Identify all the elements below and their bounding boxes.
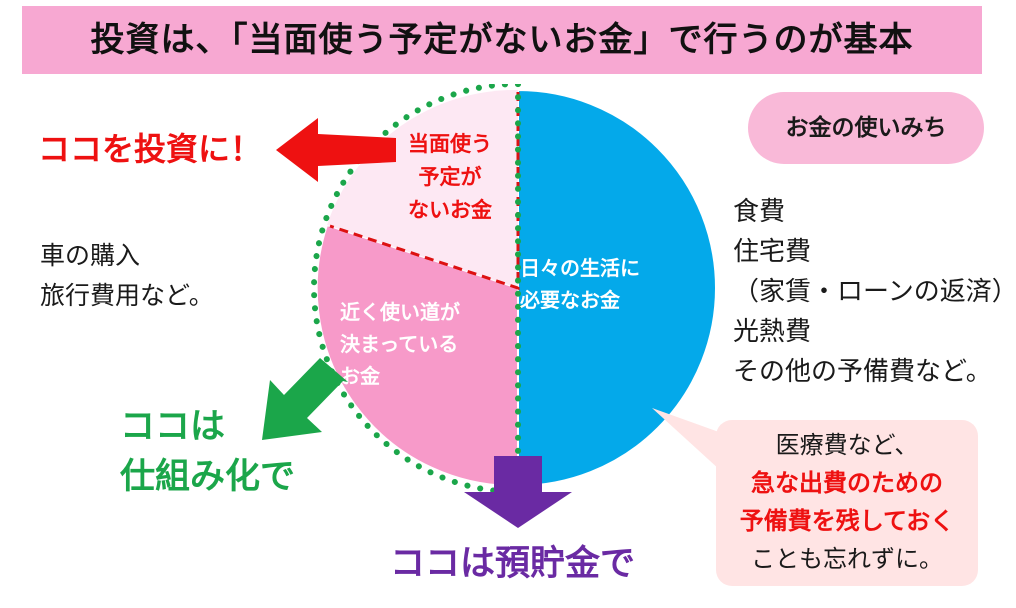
system-label: ココは 仕組み化で: [120, 402, 295, 502]
uses-list: 食費 住宅費 （家賃・ローンの返済） 光熱費 その他の予備費など。: [733, 192, 1016, 392]
purple-arrow-icon: [464, 456, 572, 528]
slice-daily-label: 日々の生活に 必要なお金: [520, 252, 695, 316]
slice-daily: [517, 88, 717, 488]
uses-badge: お金の使いみち: [748, 92, 984, 164]
planned-example-1: 車の購入: [40, 241, 141, 270]
uses-item: 食費: [733, 197, 786, 227]
page-title: 投資は、「当面使う予定がないお金」で行うのが基本: [90, 20, 914, 60]
uses-item: 光熱費: [733, 317, 812, 347]
green-arrow-icon: [262, 358, 348, 440]
red-arrow-icon: [276, 118, 396, 182]
uses-item: （家賃・ローンの返済）: [733, 277, 1016, 307]
slice-planned: [315, 223, 519, 488]
slice-planned-line-2: 決まっている: [340, 332, 459, 356]
slice-planned-label: 近く使い道が 決まっている お金: [340, 296, 515, 392]
slice-planned-line-1: 近く使い道が: [340, 300, 460, 324]
uses-item: その他の予備費など。: [733, 357, 992, 387]
callout-line-2: 急な出費のための: [751, 469, 943, 497]
slice-unused-border: [329, 92, 520, 291]
planned-examples: 車の購入 旅行費用など。: [40, 236, 214, 316]
callout-pointer: [652, 408, 730, 470]
uses-item: 住宅費: [733, 237, 812, 267]
planned-example-2: 旅行費用など。: [40, 281, 214, 310]
savings-label: ココは預貯金で: [390, 544, 636, 584]
title-bar: [22, 6, 982, 74]
system-label-line-1: ココは: [120, 407, 226, 447]
callout-box: [716, 420, 978, 586]
callout-line-4: ことも忘れずに。: [751, 545, 943, 573]
slice-unused-line-1: 当面使う: [408, 132, 492, 156]
invest-label: ココを投資に！: [38, 130, 263, 168]
callout-line-1: 医療費など、: [775, 431, 919, 459]
slice-daily-line-2: 必要なお金: [520, 288, 620, 312]
slice-unused-line-3: ないお金: [408, 198, 492, 222]
slice-unused-line-2: 予定が: [418, 165, 482, 189]
callout-text: 医療費など、 急な出費のための 予備費を残しておく ことも忘れずに。: [716, 426, 978, 578]
slice-unused: [327, 89, 518, 288]
slice-planned-line-3: お金: [340, 364, 380, 388]
slice-daily-line-1: 日々の生活に: [520, 256, 640, 280]
system-label-line-2: 仕組み化で: [120, 457, 296, 497]
pie-chart: [311, 84, 717, 494]
callout-line-3: 予備費を残しておく: [739, 507, 955, 535]
slice-unused-label: 当面使う 予定が ないお金: [390, 128, 510, 227]
